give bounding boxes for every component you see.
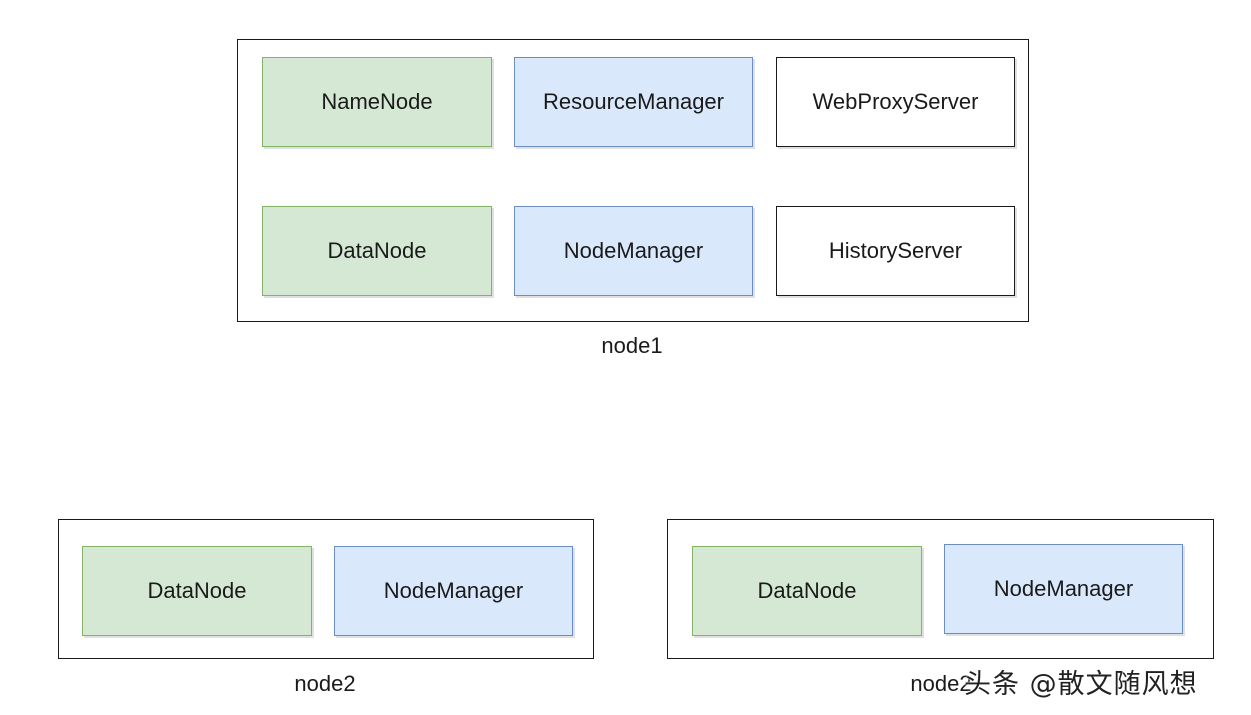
node1-datanode-label: DataNode <box>327 238 427 263</box>
node2-caption: node2 <box>294 671 356 696</box>
node1-resourcemanager-box: ResourceManager <box>514 57 753 147</box>
node3-caption: node2 <box>910 671 972 696</box>
node3-nodemanager-box: NodeManager <box>944 544 1183 634</box>
node1-webproxyserver-label: WebProxyServer <box>812 89 979 114</box>
watermark-text: 头条 @散文随风想 <box>964 669 1198 700</box>
node1-namenode-label: NameNode <box>321 89 433 114</box>
node1-webproxyserver-box: WebProxyServer <box>776 57 1015 147</box>
node3-datanode-box: DataNode <box>692 546 922 636</box>
node3-datanode-label: DataNode <box>757 578 857 603</box>
node1-nodemanager-label: NodeManager <box>563 238 704 263</box>
node3-nodemanager-label: NodeManager <box>993 576 1134 601</box>
node1-nodemanager-box: NodeManager <box>514 206 753 296</box>
node1-namenode-box: NameNode <box>262 57 492 147</box>
node1-datanode-box: DataNode <box>262 206 492 296</box>
node2-datanode-box: DataNode <box>82 546 312 636</box>
node1-resourcemanager-label: ResourceManager <box>543 89 724 114</box>
node1-caption: node1 <box>601 333 663 358</box>
node2-nodemanager-label: NodeManager <box>383 578 524 603</box>
node2-datanode-label: DataNode <box>147 578 247 603</box>
node2-nodemanager-box: NodeManager <box>334 546 573 636</box>
node1-historyserver-label: HistoryServer <box>828 238 963 263</box>
node1-historyserver-box: HistoryServer <box>776 206 1015 296</box>
